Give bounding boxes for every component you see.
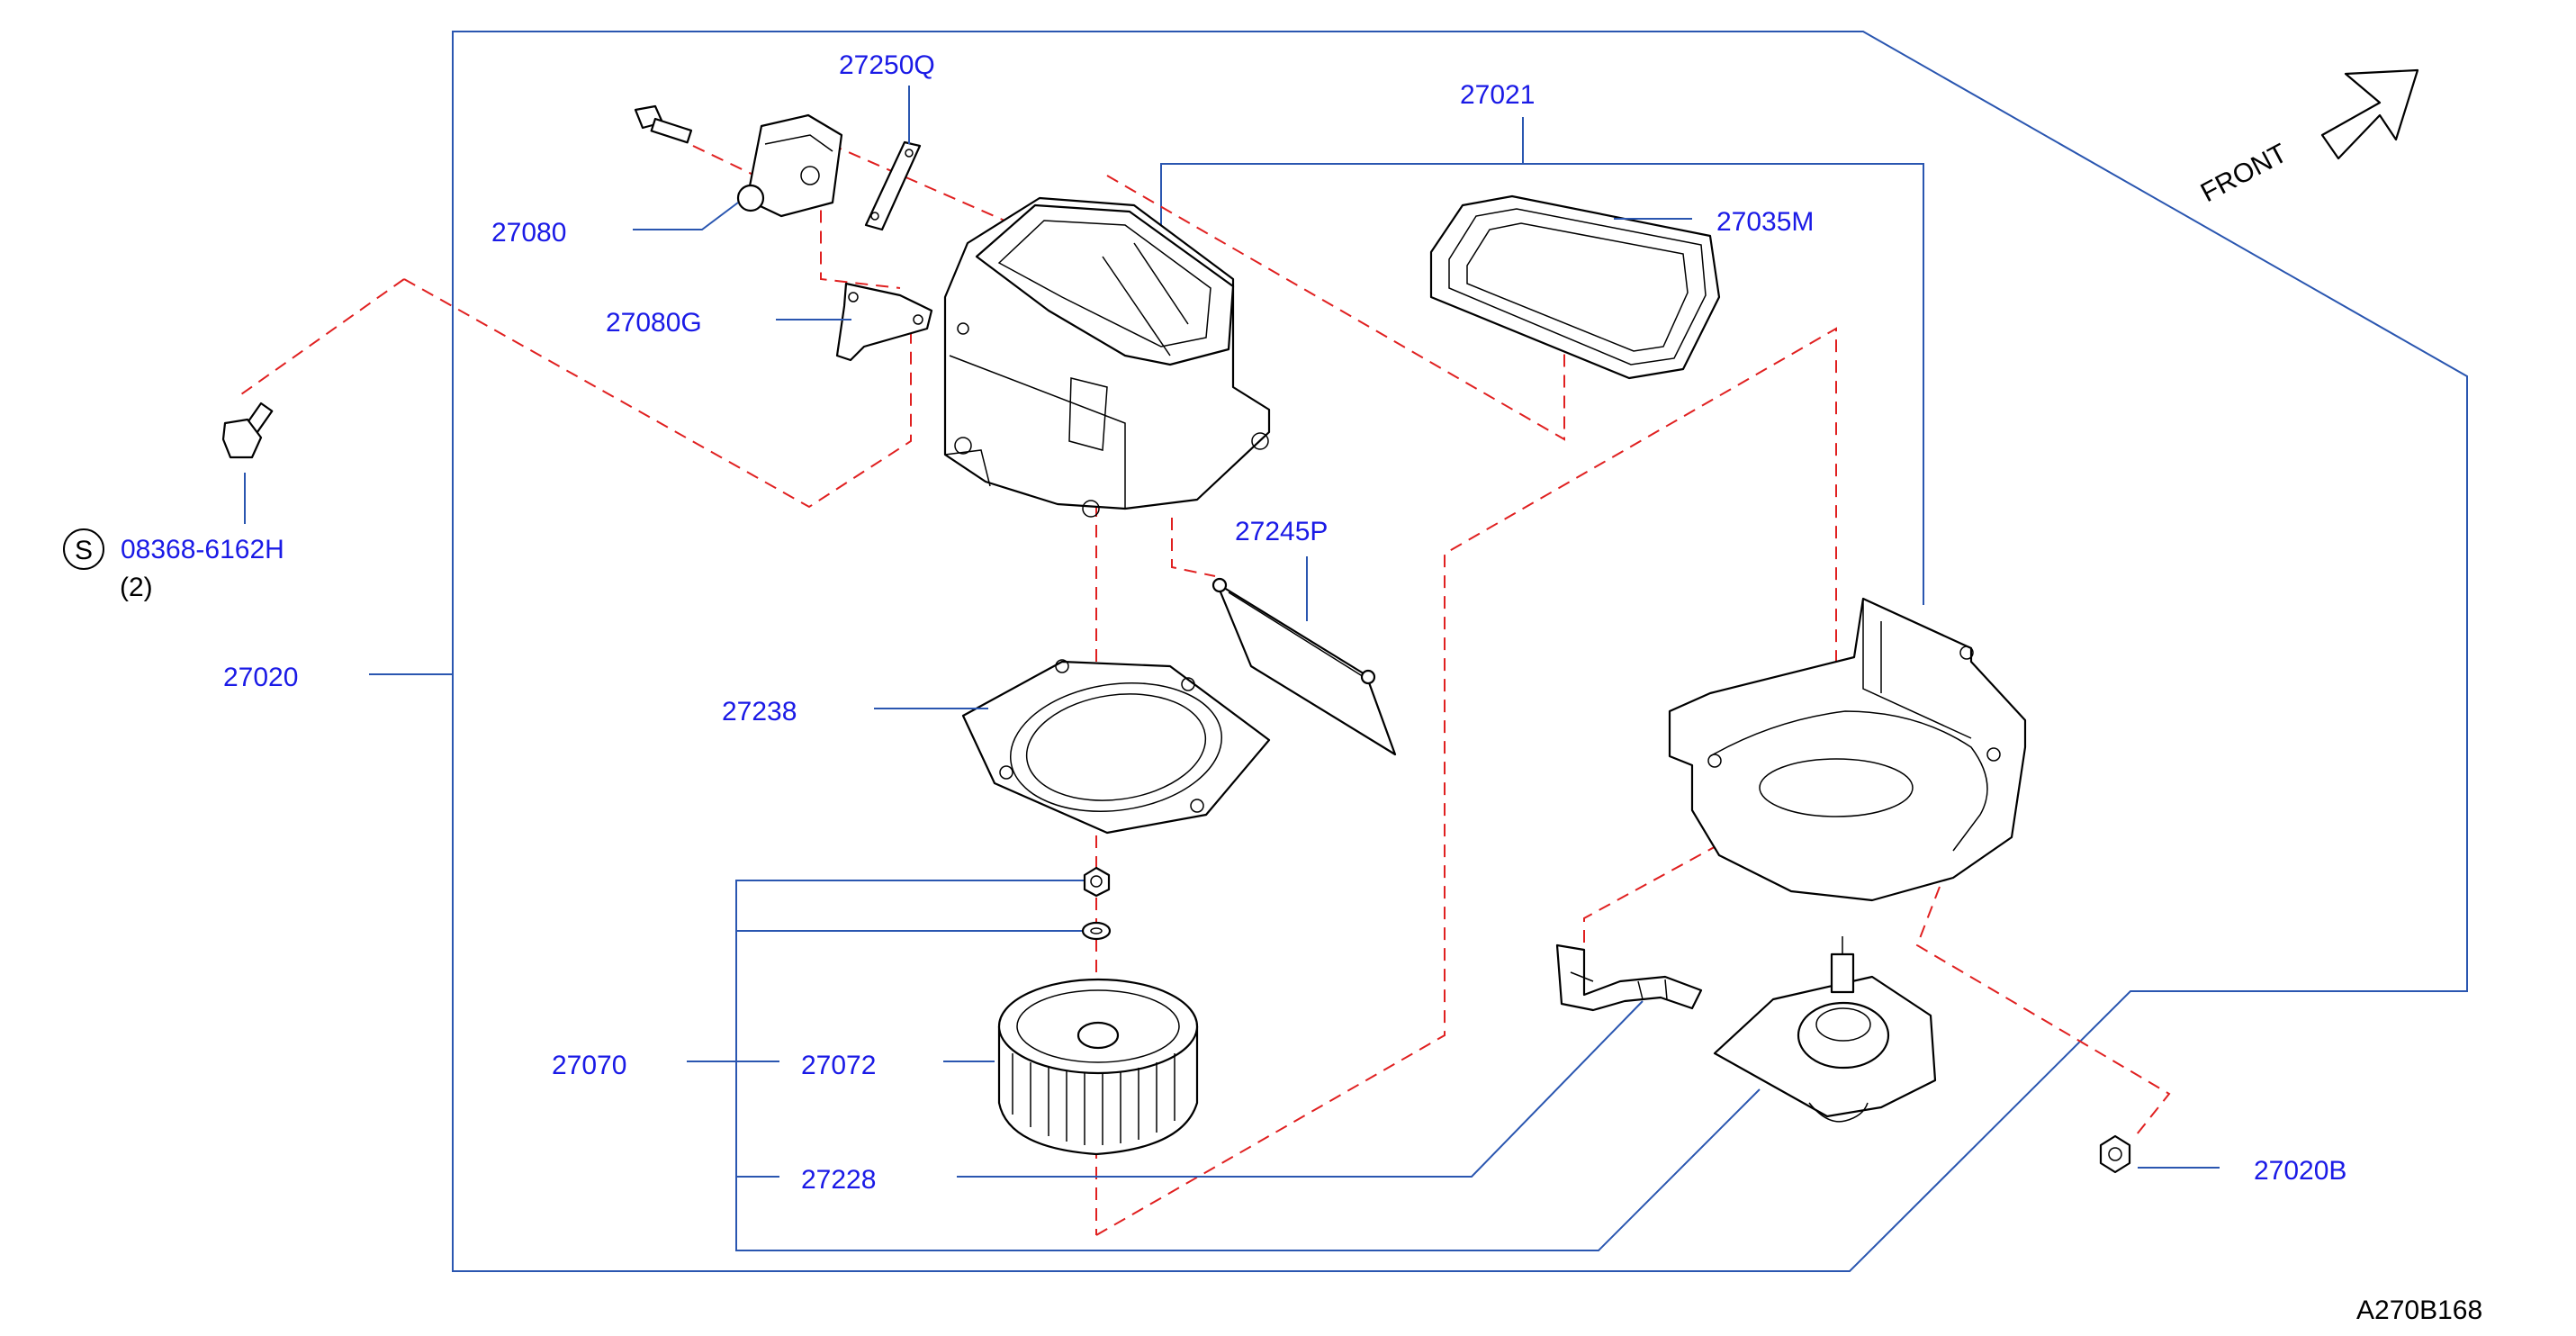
label-27080[interactable]: 27080 [491, 218, 566, 248]
seal-frame-27035m-part [1429, 194, 1721, 380]
label-27238[interactable]: 27238 [722, 697, 797, 727]
intake-housing-part [943, 196, 1271, 518]
label-27070[interactable]: 27070 [552, 1051, 626, 1080]
gasket-27238-part [961, 659, 1271, 835]
leader-lines [244, 86, 2220, 1178]
label-08368-6162h[interactable]: 08368-6162H [121, 535, 284, 564]
front-arrow-icon [2320, 68, 2419, 160]
label-screw-quantity: (2) [120, 573, 153, 602]
bracket-27080g-part [835, 282, 933, 362]
label-27250q[interactable]: 27250Q [839, 50, 935, 80]
blower-motor-27228-part [1713, 936, 1937, 1123]
nut-washer-part [1081, 866, 1112, 941]
fan-assembly-bracket-27070 [735, 880, 1761, 1251]
actuator-27080-part [736, 113, 843, 218]
link-rod-27250q-part [864, 140, 922, 231]
nut-27020b-part [2099, 1134, 2131, 1174]
wire-harness-part [1555, 943, 1703, 1012]
label-27035m[interactable]: 27035M [1716, 207, 1814, 237]
label-27245p[interactable]: 27245P [1235, 517, 1328, 546]
bolt-part [634, 104, 693, 144]
sub-assembly-boundary-27021 [1160, 163, 1924, 605]
label-27080g[interactable]: 27080G [606, 308, 702, 338]
scroll-housing-part [1668, 597, 2027, 902]
assembly-boundary-27020 [452, 31, 2468, 1272]
diagram-code: A270B168 [2356, 1295, 2482, 1325]
screw-08368-part [221, 402, 274, 459]
label-front: FRONT [2196, 139, 2292, 209]
label-27021[interactable]: 27021 [1460, 80, 1535, 110]
label-27020[interactable]: 27020 [223, 663, 298, 692]
screw-prefix-letter: S [75, 536, 93, 565]
filter-27245p-part [1211, 577, 1397, 756]
fan-27072-part [997, 978, 1199, 1156]
label-27072[interactable]: 27072 [801, 1051, 876, 1080]
label-27020b[interactable]: 27020B [2254, 1156, 2346, 1186]
label-27228[interactable]: 27228 [801, 1165, 876, 1195]
screw-prefix-badge: S [63, 528, 104, 570]
